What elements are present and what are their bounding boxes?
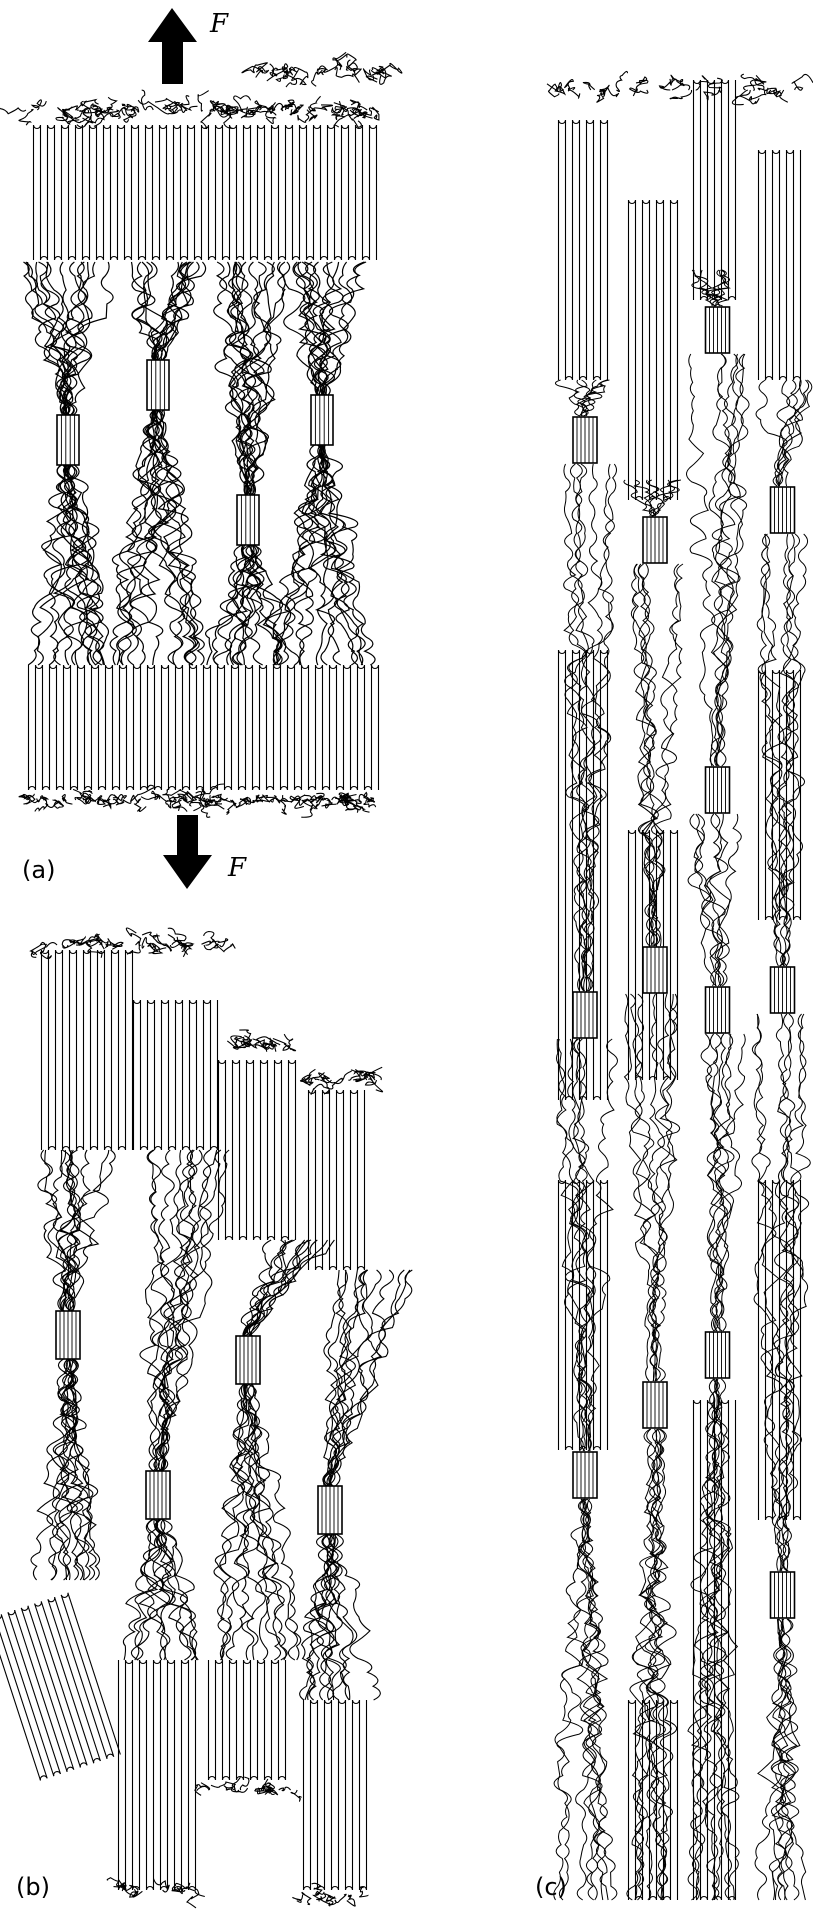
panel-a-top-lamella <box>34 125 377 260</box>
force-arrow-down <box>163 815 212 889</box>
panel-a-label: (a) <box>22 856 55 884</box>
panel-a: F F (a) <box>0 8 402 889</box>
panel-a-bottom-lamella <box>29 665 379 790</box>
panel-c: (c) <box>535 71 813 1901</box>
panel-c-fibril-columns <box>547 71 813 1900</box>
panel-b: (b) <box>0 928 412 1908</box>
force-label-top: F <box>209 9 229 39</box>
panel-a-crystal-blocks <box>57 360 333 545</box>
panel-b-label: (b) <box>16 1873 50 1901</box>
force-arrow-up <box>148 8 197 84</box>
force-label-bottom: F <box>227 853 247 883</box>
panel-c-label: (c) <box>535 1873 567 1901</box>
panel-b-fibril-columns <box>0 928 412 1908</box>
